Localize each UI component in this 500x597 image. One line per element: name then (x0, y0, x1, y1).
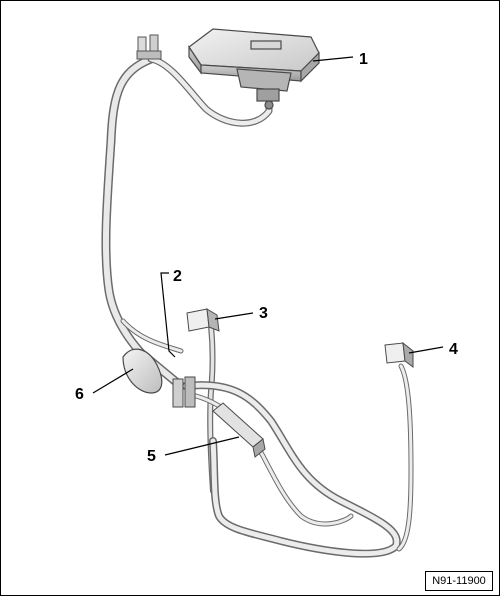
callout-2: 2 (173, 268, 182, 285)
callout-1: 1 (359, 51, 368, 68)
figure-reference-code: N91-11900 (425, 571, 493, 591)
control-module (188, 28, 320, 110)
callout-6: 6 (75, 386, 84, 403)
connector-3 (186, 308, 220, 332)
callout-3: 3 (259, 305, 268, 322)
main-trunk-wire (101, 54, 186, 391)
top-clip-connector (136, 34, 162, 60)
connector-4 (384, 341, 414, 368)
leader-1 (312, 56, 354, 62)
module-feed-wire (147, 55, 273, 127)
leader-5 (164, 436, 240, 456)
callout-4: 4 (449, 341, 458, 358)
branch-wire-2 (120, 318, 184, 354)
leader-lines (92, 56, 444, 456)
insulated-section (212, 402, 266, 458)
harness-sleeve (122, 348, 163, 394)
callout-5: 5 (147, 448, 156, 465)
leader-6 (92, 368, 134, 394)
leader-4 (408, 346, 444, 354)
leader-2 (160, 272, 176, 358)
lower-loop-wire (182, 381, 401, 558)
branch-wire-4 (396, 363, 414, 552)
leader-3 (214, 312, 254, 320)
mid-clip (172, 376, 196, 408)
callout-labels: 1 2 3 4 5 6 (75, 51, 458, 465)
